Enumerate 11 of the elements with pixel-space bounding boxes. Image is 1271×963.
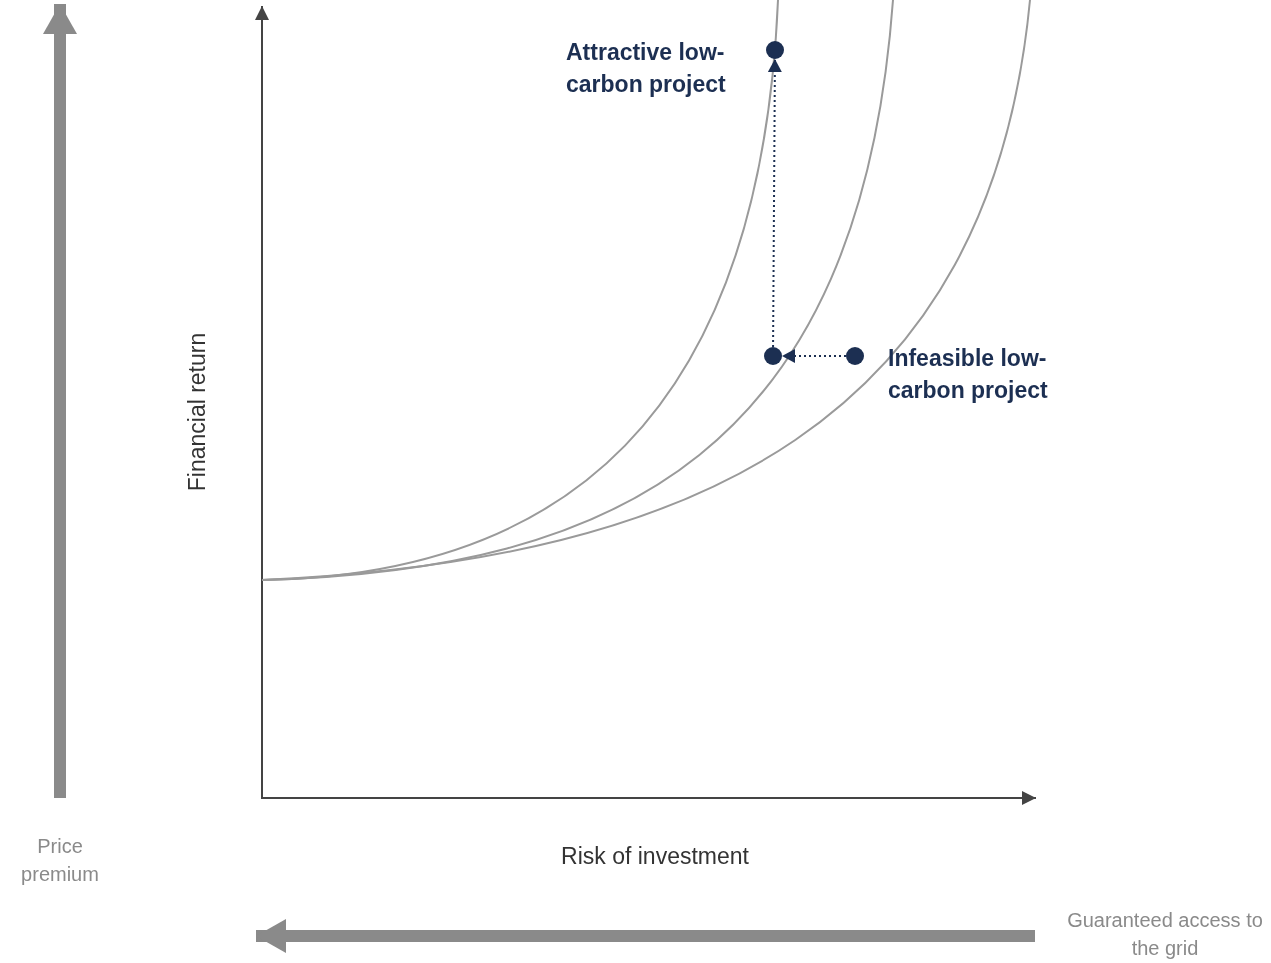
point-marker [764,347,782,365]
arrow-label: Price premium [20,834,100,887]
point-marker [846,347,864,365]
axis-title: Financial return [183,332,211,492]
point-label: Infeasible low-carbon project [888,344,1049,405]
arrow [781,349,847,363]
point-label: Attractive low-carbon project [566,38,727,99]
axis-title: Risk of investment [560,842,750,870]
point-marker [766,41,784,59]
arrow-label: Guaranteed access to the grid [1066,908,1264,961]
arrow [767,58,782,348]
